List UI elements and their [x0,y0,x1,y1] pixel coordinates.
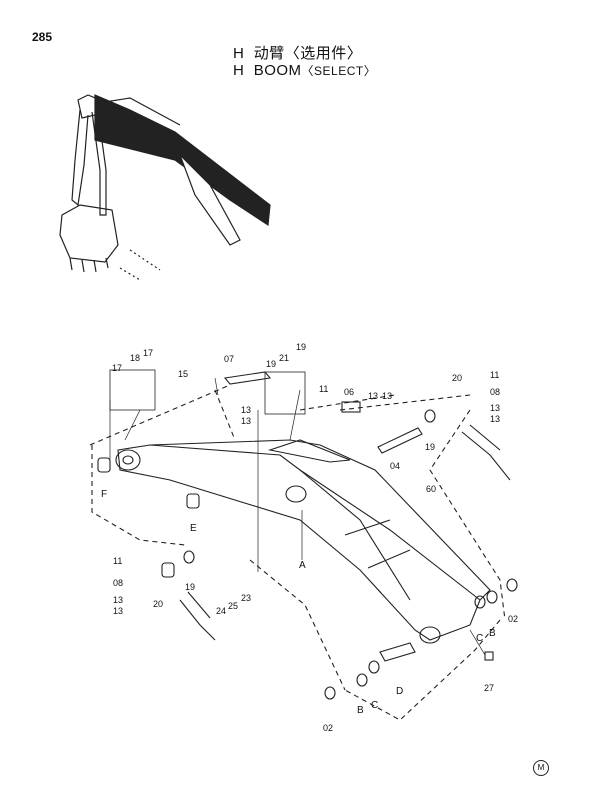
excavator-thumbnail [59,94,271,281]
callout: 02 [323,723,333,733]
callout: 18 [130,353,140,363]
callout: C [476,633,483,644]
callout: 25 [228,601,238,611]
bushing-e [186,493,200,509]
callout: 20 [452,373,462,383]
callout: 19 [266,359,276,369]
callout: C [371,700,378,711]
callout: 27 [484,683,494,693]
bushing-left [161,562,175,578]
callout: 21 [279,353,289,363]
callout: 15 [178,369,188,379]
callout: 13 [113,606,123,616]
callout: 07 [224,354,234,364]
callout: 13 [490,403,500,413]
callout: 06 [344,387,354,397]
callout: 13 [490,414,500,424]
title-english: H BOOM〈SELECT〉 [233,62,376,79]
title-chinese: H 动臂〈选用件〉 [233,42,362,63]
bushing-f [97,457,111,473]
callout: 04 [390,461,400,471]
callout: 19 [425,442,435,452]
callout: D [396,686,403,697]
callout: E [190,523,197,534]
callout: A [299,560,306,571]
callout-labels: 17 18 17 15 07 19 21 19 11 06 13 13 13 1… [101,342,518,733]
pin-06 [341,401,361,413]
callout: 23 [241,593,251,603]
callout: 13 [241,405,251,415]
cylinder-left [179,591,216,641]
callout: 11 [319,384,328,394]
boom-end-boss [419,626,441,644]
callout: B [357,705,364,716]
callout: 11 [113,556,122,566]
callout: 11 [490,370,499,380]
callout: 19 [185,582,195,592]
m-stamp-icon: M [533,760,549,776]
callout: B [489,628,496,639]
callout: 17 [143,348,153,358]
bracket [267,439,351,463]
callout: 60 [426,484,436,494]
cylinder-right [461,424,511,481]
title-cn-text: 动臂 [253,45,285,62]
title-en-prefix: H [233,62,245,79]
boom-assembly [89,369,518,721]
pin-d [379,642,416,662]
callout: F [101,489,107,500]
callout: 13 [241,416,251,426]
boom-foot-boss [115,449,141,471]
title-en-paren: 〈SELECT〉 [301,64,377,78]
callout: 19 [296,342,306,352]
title-en-text: BOOM [253,62,302,79]
page-number: 285 [32,30,53,44]
title-cn-paren: 〈选用件〉 [284,45,363,62]
callout: 17 [112,363,122,373]
title-cn-prefix: H [233,45,245,62]
callout: 24 [216,606,226,616]
callout: 02 [508,614,518,624]
callout: 08 [113,578,123,588]
callout: 08 [490,387,500,397]
callout: 13 [382,391,392,401]
callout: 20 [153,599,163,609]
callout: 13 [368,391,378,401]
pin-04 [377,427,423,454]
callout: 13 [113,595,123,605]
pin-07 [223,371,272,385]
cylinder-boss [285,485,307,503]
fitting-27 [484,651,494,661]
